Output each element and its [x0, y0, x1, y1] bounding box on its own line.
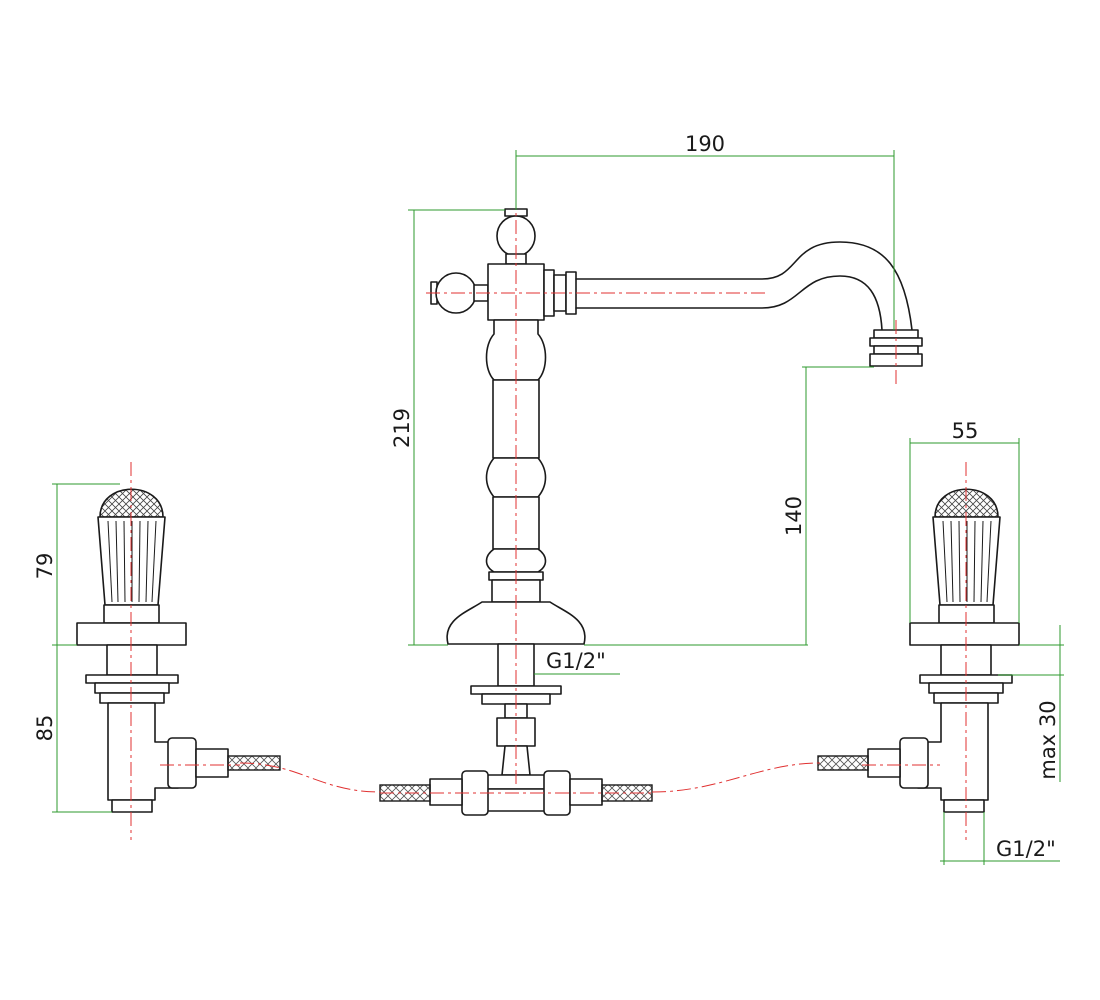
dimension-lines	[52, 150, 1064, 865]
spout-assembly	[379, 208, 923, 816]
dim-thread-right: G1/2"	[996, 837, 1056, 861]
dim-thread-center: G1/2"	[546, 649, 606, 673]
dimension-labels: 190 219 140 G1/2" 55 79 85 max 30 G1/2"	[33, 132, 1060, 861]
dim-handle-height: 79	[33, 553, 57, 580]
left-valve-assembly	[76, 488, 281, 813]
dim-deck-thickness: max 30	[1036, 700, 1060, 779]
dim-outlet-height: 140	[782, 496, 806, 536]
right-valve-assembly	[817, 488, 1020, 813]
dim-spout-reach: 190	[685, 132, 725, 156]
dim-valve-length: 85	[33, 715, 57, 742]
centerlines	[130, 195, 967, 840]
dim-handle-width: 55	[952, 419, 979, 443]
dim-spout-height: 219	[390, 408, 414, 448]
